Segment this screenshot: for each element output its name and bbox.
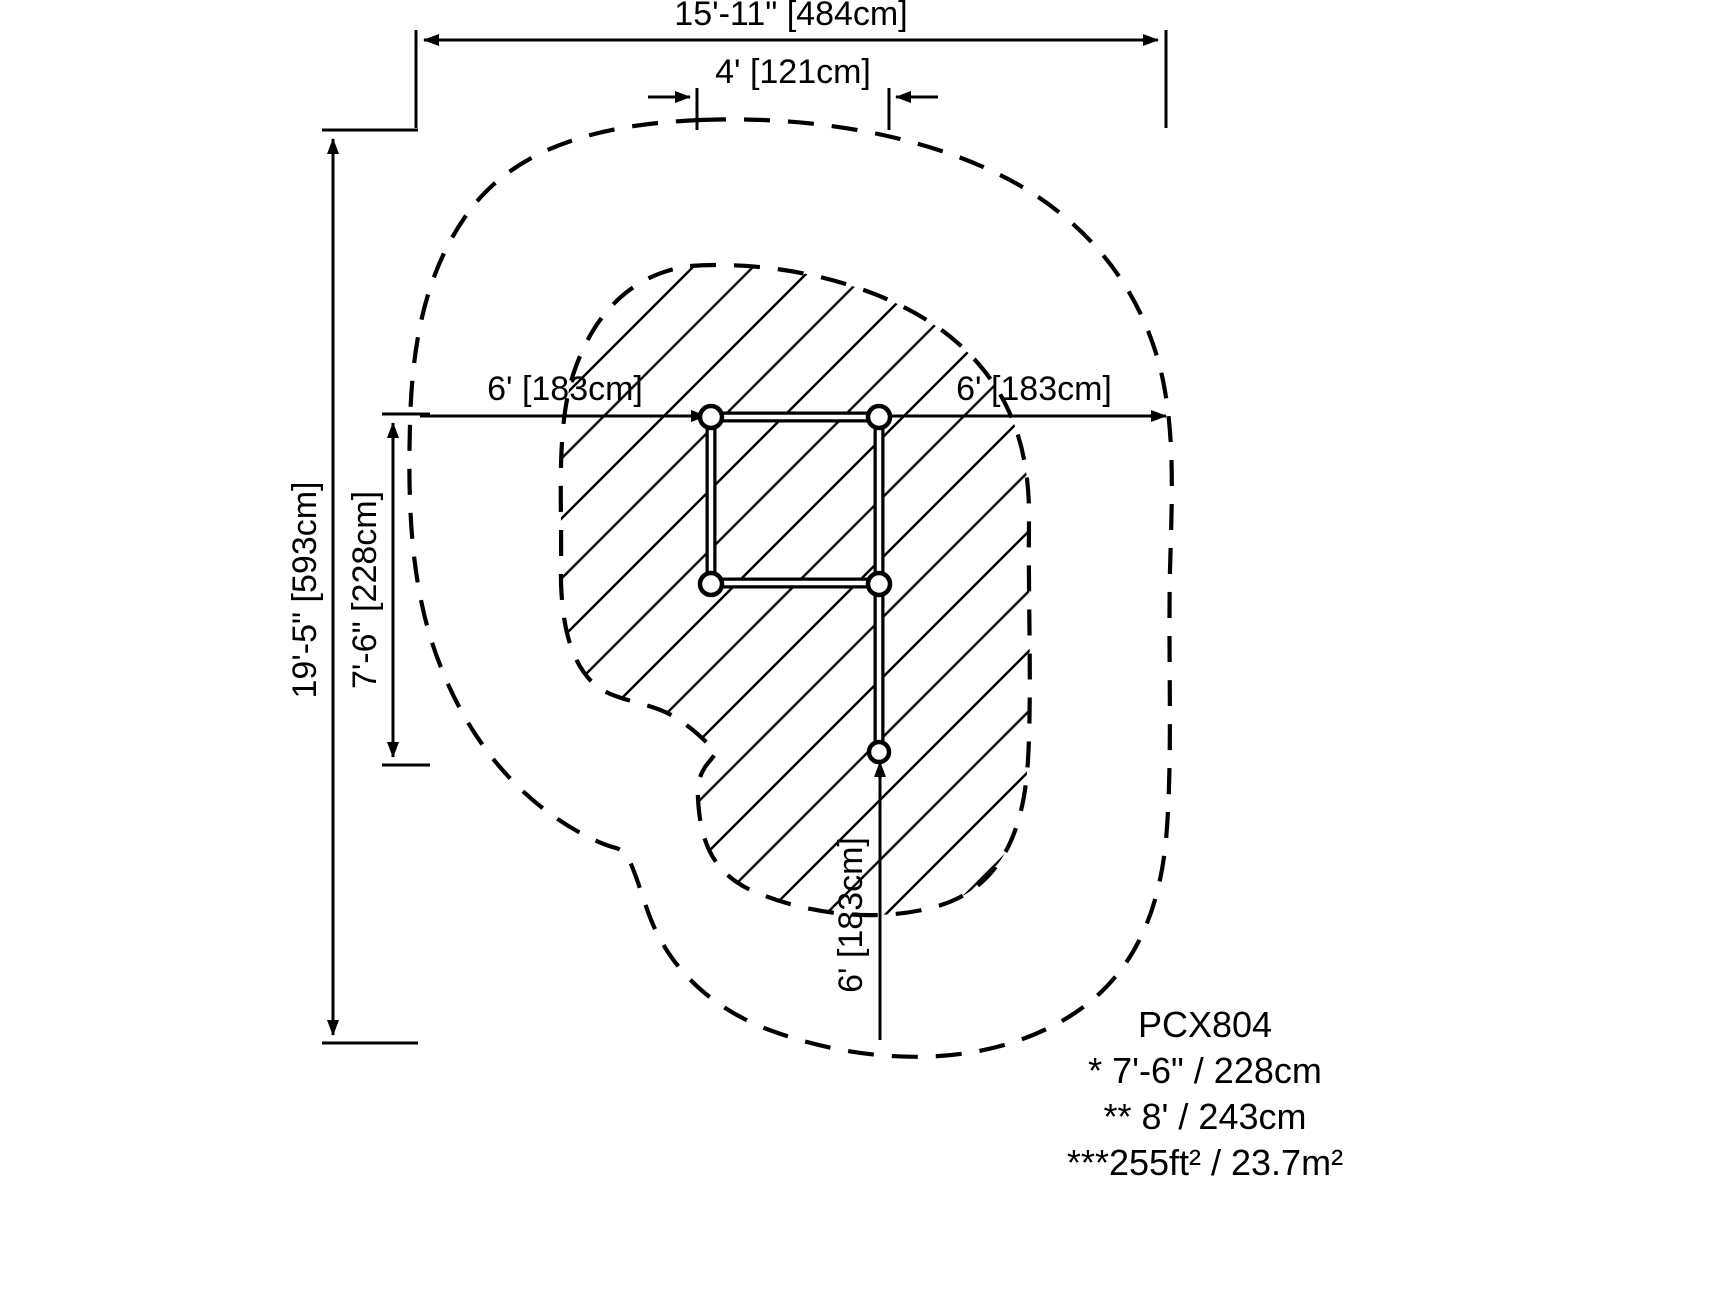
dimension-left-clearance: 6' [183cm]: [420, 370, 707, 422]
post-node-top-right: [865, 403, 893, 431]
dimension-right-clearance-label: 6' [183cm]: [956, 370, 1112, 408]
post-node-extension-end: [866, 739, 892, 765]
dimension-overall-height: 19'-5" [593cm]: [286, 128, 418, 1045]
post-node-bottom-right: [865, 570, 893, 598]
post-node-top-left: [697, 403, 725, 431]
notes-block: PCX804 * 7'-6" / 228cm ** 8' / 243cm ***…: [1067, 1004, 1343, 1183]
dimension-right-clearance: 6' [183cm]: [882, 370, 1167, 422]
dimension-inner-height: 7'-6" [228cm]: [346, 412, 430, 767]
dimension-bottom-clearance: 6' [183cm]: [832, 761, 886, 1040]
dimension-overall-width-label: 15'-11" [484cm]: [674, 0, 907, 33]
dimension-inner-height-label: 7'-6" [228cm]: [346, 491, 384, 689]
dimension-top-inner-width: 4' [121cm]: [648, 53, 938, 130]
note-line-1: * 7'-6" / 228cm: [1088, 1050, 1322, 1091]
dimension-left-clearance-label: 6' [183cm]: [487, 370, 643, 408]
swing-frame-structure: [697, 403, 893, 765]
safety-zone-boundary: [407, 117, 1174, 1059]
note-line-2: ** 8' / 243cm: [1104, 1096, 1307, 1137]
dimension-overall-height-label: 19'-5" [593cm]: [286, 482, 324, 699]
dimension-overall-width: 15'-11" [484cm]: [414, 0, 1168, 128]
post-node-bottom-left: [697, 570, 725, 598]
note-line-3: ***255ft² / 23.7m²: [1067, 1142, 1343, 1183]
dimension-bottom-clearance-label: 6' [183cm]: [832, 837, 870, 993]
model-code-label: PCX804: [1138, 1004, 1272, 1045]
dimension-top-inner-width-label: 4' [121cm]: [715, 53, 871, 91]
